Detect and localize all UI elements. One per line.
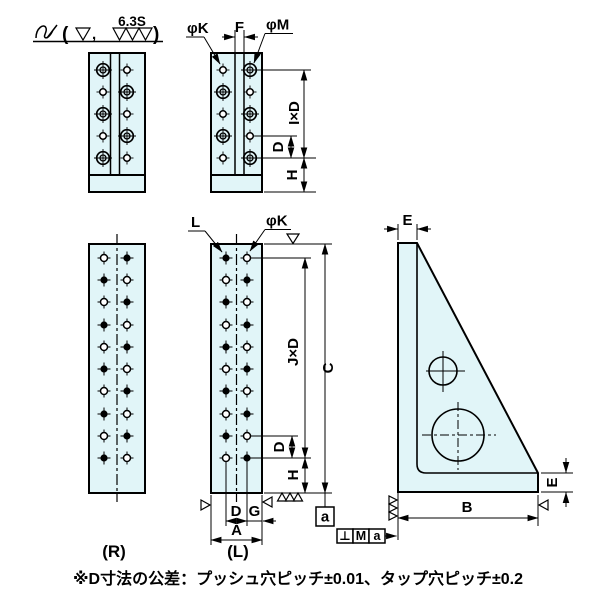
finish-triangle-icon bbox=[111, 27, 128, 42]
leader-arrow bbox=[204, 230, 223, 253]
dim-label-d-bottom: D bbox=[231, 503, 242, 520]
finish-triangle-icon bbox=[537, 498, 549, 512]
finish-triangle-icon bbox=[285, 233, 301, 245]
dim-label-f: F bbox=[235, 19, 244, 36]
dim-label-g: G bbox=[249, 503, 261, 520]
tolerance-frame: ⊥ M a bbox=[336, 528, 398, 544]
dim-label-phi-k: φK bbox=[266, 213, 288, 230]
leader-arrow bbox=[203, 36, 221, 65]
dim-label-c: C bbox=[320, 362, 337, 373]
plate-base bbox=[88, 174, 146, 193]
plate-base bbox=[210, 174, 263, 193]
dim-label-a: A bbox=[231, 522, 242, 539]
front-view-right bbox=[88, 52, 146, 193]
finish-triangle-icon bbox=[388, 503, 399, 513]
finish-triangle-icon bbox=[124, 27, 141, 42]
finish-triangle-icon bbox=[137, 27, 154, 42]
surface-finish-note: ( , 6.3S ) bbox=[33, 14, 163, 45]
dim-label-jxd: J×D bbox=[285, 338, 302, 366]
tolerance-footnote: ※D寸法の公差：プッシュ穴ピッチ±0.01、タップ穴ピッチ±0.2 bbox=[73, 569, 523, 588]
view-label-r: (R) bbox=[102, 542, 126, 561]
dim-label-d: D bbox=[270, 141, 287, 152]
datum-label-a: a bbox=[321, 509, 330, 526]
flange-inner-line bbox=[416, 243, 538, 474]
tolerance-datum: a bbox=[374, 529, 382, 543]
finish-triangle-icon bbox=[200, 498, 212, 512]
note-comma: , bbox=[92, 26, 96, 43]
finish-triangle-icon bbox=[292, 491, 304, 502]
perpendicularity-symbol: ⊥ bbox=[339, 529, 350, 543]
datum-box bbox=[315, 506, 335, 527]
finish-triangle-icon bbox=[276, 491, 288, 502]
dim-label-l: L bbox=[191, 214, 200, 231]
dim-label-d: D bbox=[271, 441, 288, 452]
face-view-right: (R) bbox=[88, 234, 146, 561]
finish-triangle-icon bbox=[388, 511, 399, 521]
leader-arrow bbox=[249, 229, 266, 252]
dim-label-h: H bbox=[285, 470, 302, 481]
gusset-outline bbox=[397, 242, 539, 493]
dim-label-b: B bbox=[462, 499, 473, 516]
dim-label-h: H bbox=[284, 170, 301, 181]
leader-arrow bbox=[253, 33, 266, 64]
front-view-left-dimensioned: φK φM F I×D D H bbox=[186, 17, 316, 193]
dim-label-ixd: I×D bbox=[286, 101, 303, 125]
dim-label-e-top: E bbox=[402, 212, 412, 229]
tolerance-value: M bbox=[356, 529, 366, 543]
finish-triangle-icon bbox=[261, 495, 273, 509]
roughness-value: 6.3S bbox=[118, 14, 146, 29]
finish-triangle-icon bbox=[284, 491, 296, 502]
dim-label-phi-m: φM bbox=[266, 17, 289, 34]
view-label-l: (L) bbox=[227, 542, 249, 561]
note-open-paren: ( bbox=[62, 24, 69, 45]
any-surface-squiggle-icon bbox=[35, 24, 58, 39]
dim-label-e-right: E bbox=[544, 477, 561, 487]
dim-label-phi-k: φK bbox=[187, 20, 209, 37]
face-view-left-dimensioned: L φK J×D C D H a D G bbox=[188, 213, 337, 561]
side-view: E E B bbox=[384, 212, 573, 540]
finish-triangle-icon bbox=[388, 495, 399, 505]
note-close-paren: ) bbox=[153, 24, 159, 45]
finish-triangle-icon bbox=[74, 27, 92, 42]
